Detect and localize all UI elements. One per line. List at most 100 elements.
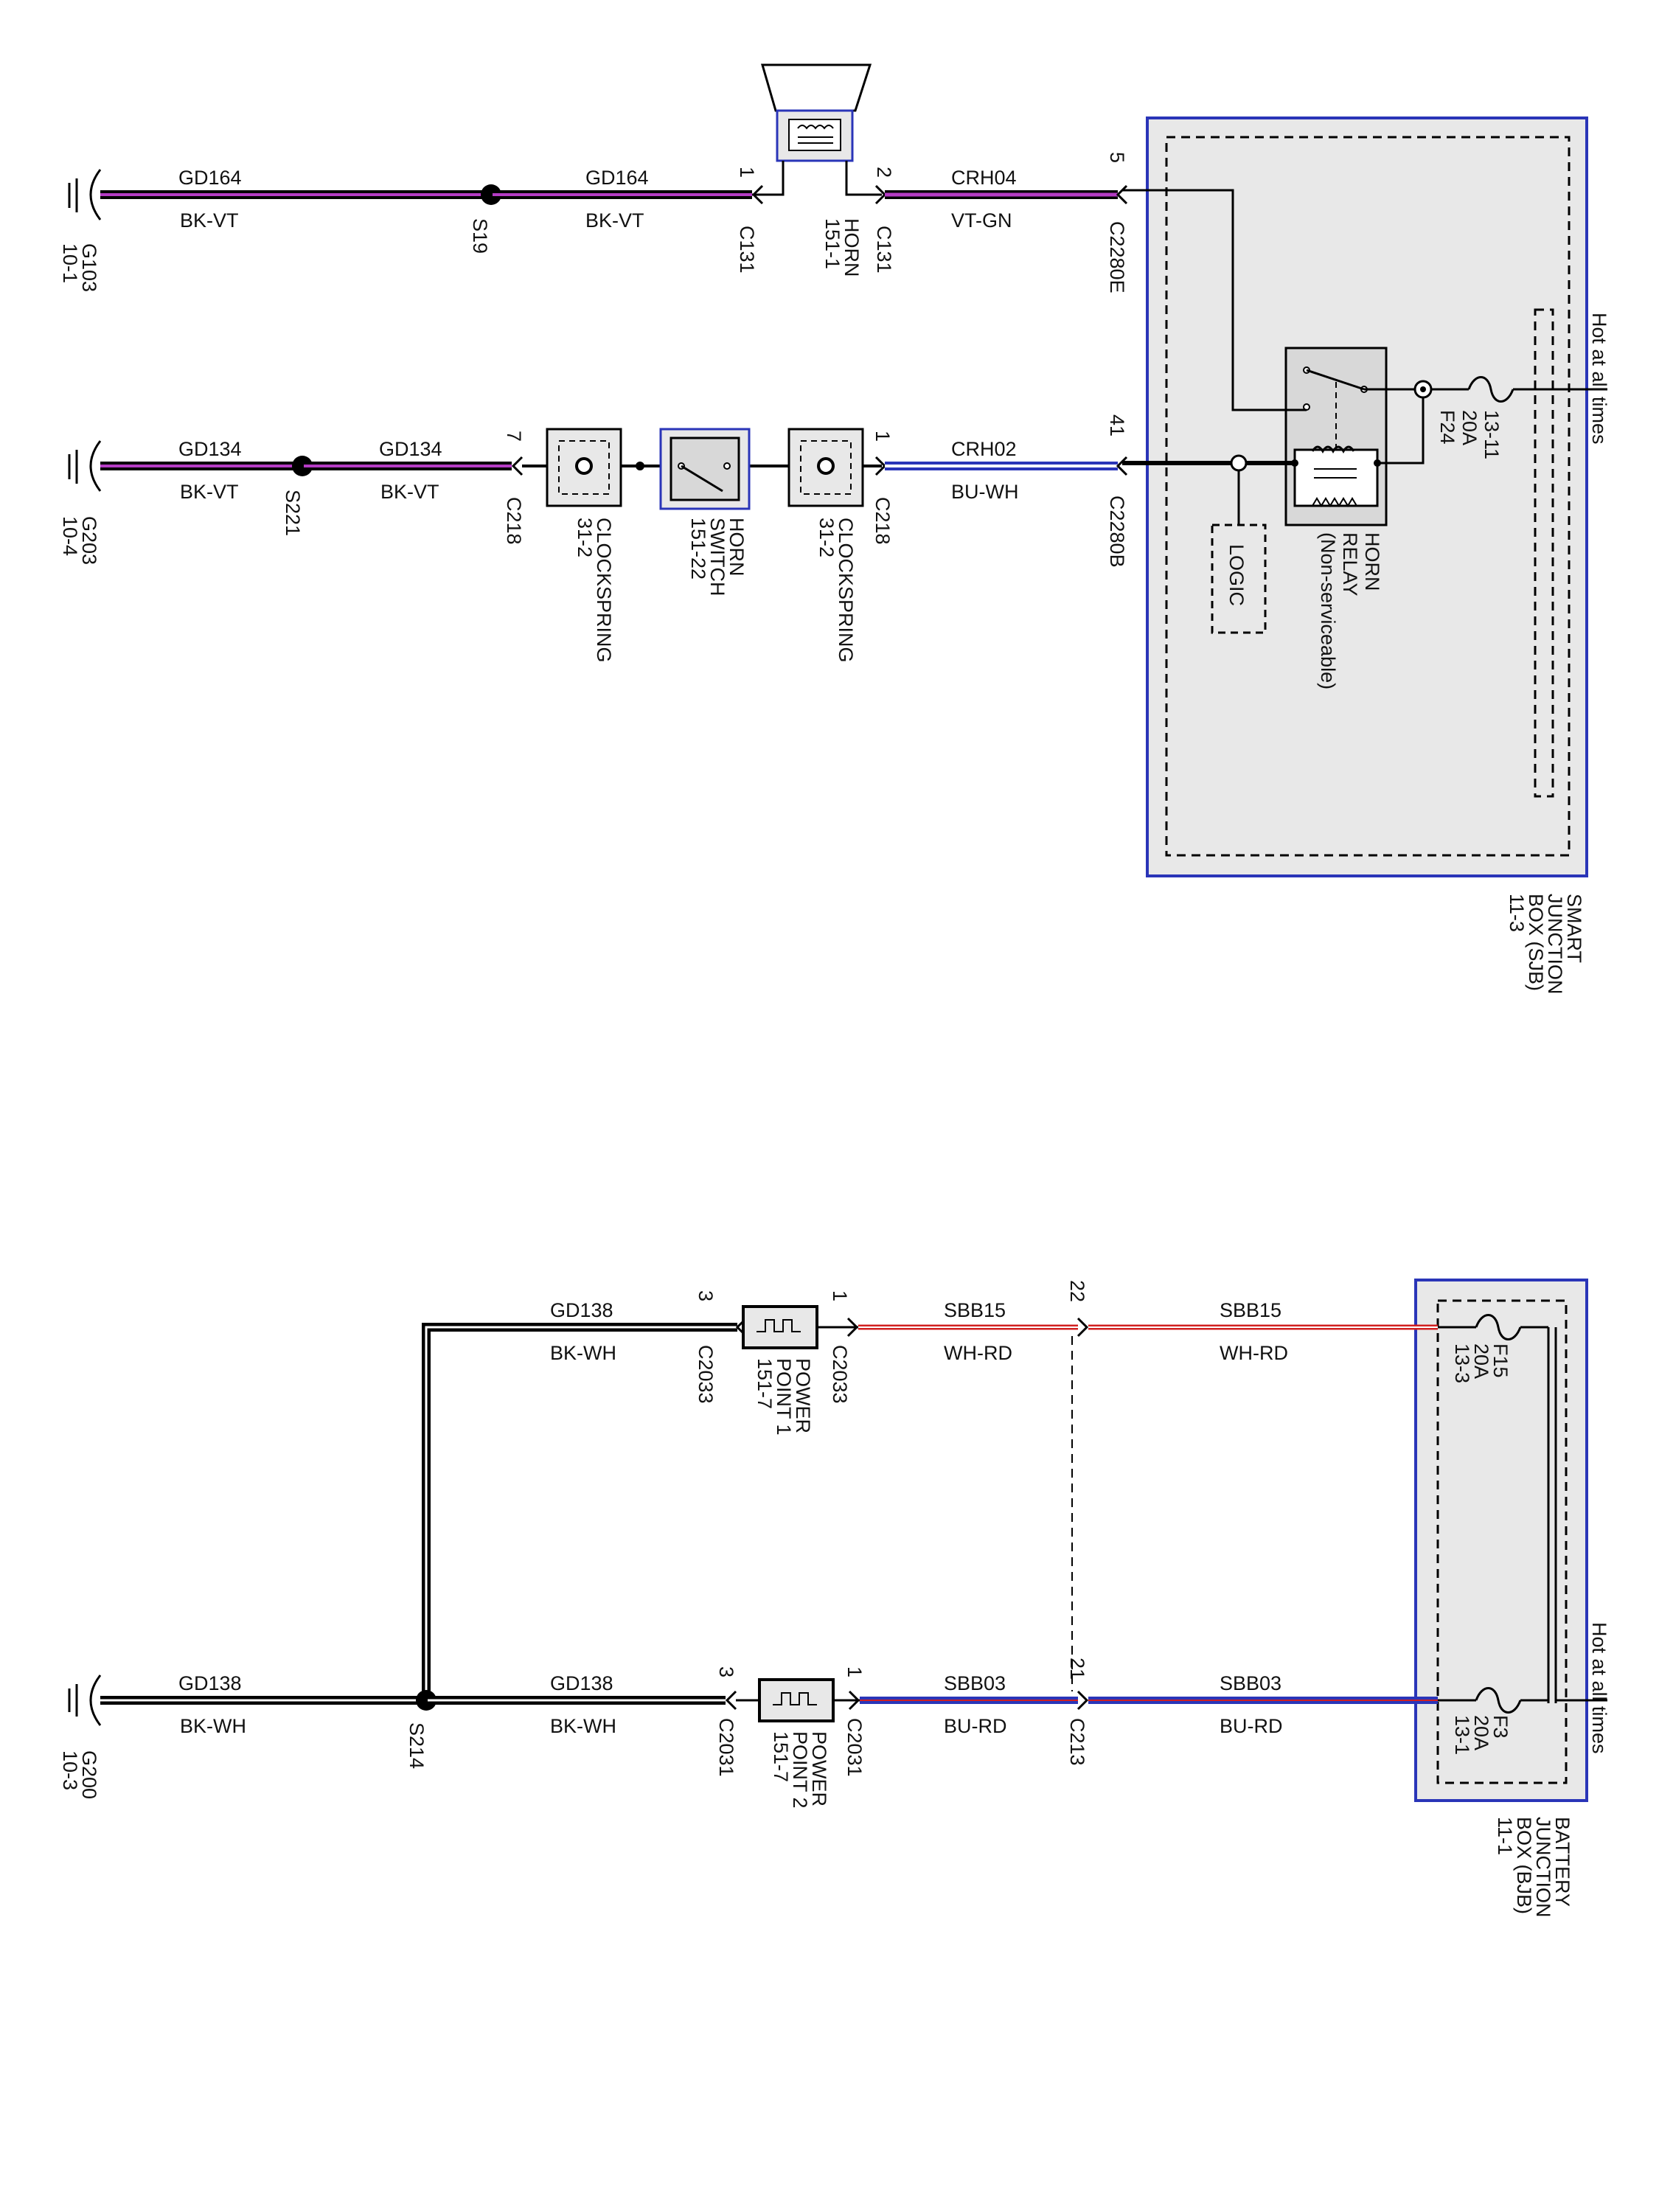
- pp1-page: 151-7: [754, 1358, 776, 1409]
- ground-g203-symbol: [68, 440, 102, 492]
- wire-sbb15-b-color: WH-RD: [1220, 1342, 1288, 1364]
- relay-line3: (Non-serviceable): [1317, 532, 1339, 689]
- switch-pin-left: 7: [503, 431, 525, 442]
- horn-switch-name1: HORN: [726, 518, 748, 577]
- ground-g200-page: 10-3: [59, 1750, 81, 1790]
- bjb-page: 11-1: [1494, 1817, 1516, 1855]
- fuse-f3-label: F3 20A 13-1: [1451, 1715, 1512, 1755]
- horn-switch-page: 151-22: [687, 518, 709, 580]
- wire-gd138-upper-circuit: GD138: [550, 1299, 613, 1321]
- pp1-line2: POINT 1: [773, 1358, 795, 1436]
- wire-gd138-right: [428, 1690, 737, 1711]
- relay-line2: RELAY: [1339, 532, 1361, 597]
- switch-conn-left: C218: [503, 497, 525, 545]
- inline-pin-22: 22: [1066, 1280, 1088, 1302]
- bjb-hot-label: Hot at all times: [1588, 1622, 1610, 1754]
- bjb-name-2: JUNCTION: [1532, 1817, 1554, 1918]
- inline-pin-21: 21: [1066, 1658, 1088, 1680]
- ground-g103-id: G103: [78, 243, 100, 292]
- ground-g203-label: G203 10-4: [59, 516, 100, 565]
- ground-g200-symbol: [68, 1674, 102, 1726]
- wire-gd134-mid: [304, 456, 524, 476]
- sjb-hot-bus: [1534, 308, 1607, 798]
- sjb-pin-5: 5: [1106, 152, 1128, 163]
- horn-relay-label: HORN RELAY (Non-serviceable): [1317, 532, 1383, 689]
- wire-gd138-left-circuit: GD138: [178, 1672, 242, 1694]
- switch-conn-right: C218: [872, 497, 894, 545]
- ground-g103-label: G103 10-1: [59, 243, 100, 292]
- horn-pin1: 1: [736, 167, 758, 178]
- sjb-name-2: JUNCTION: [1544, 894, 1566, 995]
- fuse-f3-rating: 20A: [1470, 1715, 1492, 1750]
- sjb-name-3: BOX (SJB): [1525, 894, 1547, 991]
- wire-crh02: [885, 456, 1128, 476]
- ground-g103-symbol: [68, 169, 102, 220]
- fuse-f3-page: 13-1: [1451, 1715, 1473, 1755]
- sjb-pin-41: 41: [1106, 414, 1128, 437]
- splice-s19: [481, 184, 501, 205]
- fuse-f15-symbol: [1475, 1314, 1548, 1340]
- wire-gd134-mid-color: BK-VT: [380, 481, 439, 503]
- horn-conn-right: C131: [873, 226, 895, 274]
- ground-g103-page: 10-1: [59, 243, 81, 283]
- logic-label: LOGIC: [1225, 544, 1248, 606]
- wire-crh02-circuit: CRH02: [951, 438, 1017, 460]
- pp2-page: 151-7: [770, 1731, 792, 1782]
- wire-sbb03-b-color: BU-RD: [1220, 1715, 1283, 1737]
- horn-switch-name2: SWITCH: [706, 518, 728, 596]
- pp1-conn-right: C2033: [829, 1345, 851, 1404]
- horn-symbol: [751, 63, 887, 205]
- horn-name: HORN: [841, 218, 863, 277]
- fuse-f3-symbol: [1475, 1687, 1548, 1714]
- wire-gd138-right-color: BK-WH: [550, 1715, 616, 1737]
- sjb-name-label: SMART JUNCTION BOX (SJB) 11-3: [1506, 894, 1585, 995]
- horn-switch-symbol: [659, 428, 751, 510]
- sjb-internal-wiring: [1122, 189, 1433, 634]
- wire-crh02-color: BU-WH: [951, 481, 1018, 503]
- ground-g203-id: G203: [78, 516, 100, 565]
- splice-s214-label: S214: [406, 1722, 428, 1769]
- power-point-1-label: POWER POINT 1 151-7: [754, 1358, 814, 1436]
- pp1-pin-left: 3: [695, 1290, 717, 1301]
- sjb-name-1: SMART: [1563, 894, 1585, 963]
- wire-gd164-left-circuit: GD164: [178, 167, 242, 189]
- wire-gd134-left-circuit: GD134: [178, 438, 242, 460]
- wire-sbb15-a: [858, 1317, 1089, 1338]
- fuse-f15-page: 13-3: [1451, 1343, 1473, 1383]
- ground-g200-id: G200: [78, 1750, 100, 1799]
- wire-gd138-left-color: BK-WH: [180, 1715, 246, 1737]
- inline-node: [636, 462, 644, 470]
- sjb-conn-c2280b: C2280B: [1106, 495, 1128, 568]
- fuse-f15-label: F15 20A 13-3: [1451, 1343, 1512, 1383]
- wire-sbb15-b-circuit: SBB15: [1220, 1299, 1281, 1321]
- wire-gd134-mid-circuit: GD134: [379, 438, 442, 460]
- pp2-pin-right: 1: [844, 1666, 866, 1677]
- horn-pin2: 2: [873, 167, 895, 178]
- clockspring-right-symbol: [787, 428, 864, 507]
- pp2-conn-left: C2031: [715, 1718, 737, 1777]
- pp2-line1: POWER: [808, 1731, 830, 1806]
- pp1-conn-left: C2033: [695, 1345, 717, 1404]
- bjb-name-label: BATTERY JUNCTION BOX (BJB) 11-1: [1494, 1817, 1573, 1918]
- splice-s221: [292, 456, 313, 476]
- wire-gd138-right-circuit: GD138: [550, 1672, 613, 1694]
- bjb-name-3: BOX (BJB): [1513, 1817, 1535, 1914]
- fuse-f24-rating: 20A: [1458, 410, 1481, 445]
- fuse-f15-id: F15: [1489, 1343, 1512, 1378]
- fuse-f24-label: F24 20A 13-11: [1436, 410, 1503, 459]
- wire-sbb03-a: [860, 1690, 1089, 1711]
- wire-crh04-color: VT-GN: [951, 209, 1012, 232]
- wire-sbb03-b-circuit: SBB03: [1220, 1672, 1281, 1694]
- wire-crh04-circuit: CRH04: [951, 167, 1017, 189]
- power-point-1-symbol: [742, 1305, 859, 1349]
- wire-sbb03-a-circuit: SBB03: [944, 1672, 1006, 1694]
- splice-s214: [416, 1690, 437, 1711]
- sjb-page: 11-3: [1506, 894, 1528, 932]
- fuse-f3-id: F3: [1489, 1715, 1512, 1739]
- relay-line1: HORN: [1361, 532, 1383, 591]
- fuse-f24-id: F24: [1436, 410, 1458, 445]
- horn-relay-symbol: [1284, 347, 1388, 526]
- clockspring-left-name: CLOCKSPRING: [593, 518, 615, 663]
- wire-sbb03-a-color: BU-RD: [944, 1715, 1007, 1737]
